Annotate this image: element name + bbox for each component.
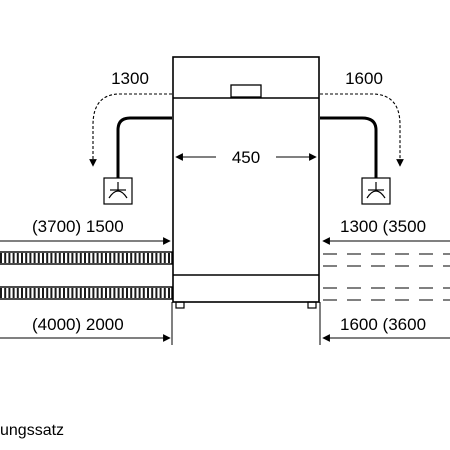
mid-left-length-label: (3700) 1500 bbox=[32, 217, 124, 236]
mid-right-dimension: 1300 (3500 bbox=[322, 217, 450, 245]
top-left-length-label: 1300 bbox=[111, 69, 149, 88]
width-dimension: 450 bbox=[175, 148, 317, 167]
bottom-right-length-label: 1600 (3600 bbox=[340, 315, 426, 334]
bottom-right-dimension: 1600 (3600 bbox=[322, 315, 450, 342]
appliance-body bbox=[172, 56, 320, 309]
right-drain-hoses bbox=[323, 253, 450, 301]
foot-right bbox=[307, 301, 317, 309]
bottom-left-length-label: (4000) 2000 bbox=[32, 315, 124, 334]
foot-left bbox=[175, 301, 185, 309]
mid-right-length-label: 1300 (3500 bbox=[340, 217, 426, 236]
width-label: 450 bbox=[232, 148, 260, 167]
caption-text: ungssatz bbox=[0, 422, 65, 439]
left-water-connection: 1300 bbox=[89, 69, 172, 205]
left-drain-hoses bbox=[0, 251, 173, 300]
water-tap-icon bbox=[103, 177, 133, 205]
top-right-length-label: 1600 bbox=[345, 69, 383, 88]
mid-left-dimension: (3700) 1500 bbox=[0, 217, 171, 245]
control-panel-display bbox=[230, 84, 262, 98]
right-water-connection: 1600 bbox=[320, 69, 404, 205]
water-tap-icon bbox=[361, 177, 391, 205]
bottom-left-dimension: (4000) 2000 bbox=[0, 315, 171, 342]
